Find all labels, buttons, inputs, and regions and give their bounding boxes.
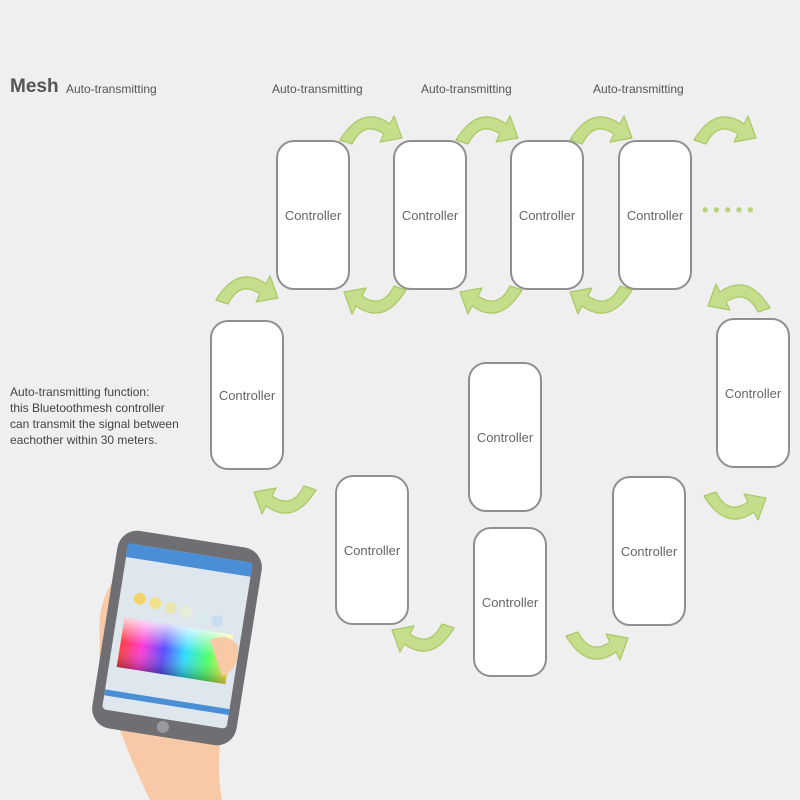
controller-node-9: Controller xyxy=(612,476,686,626)
curved-arrow-icon xyxy=(339,115,403,145)
diagram-title: Mesh xyxy=(10,76,59,97)
info-line: eachother within 30 meters. xyxy=(10,433,158,447)
auto-transmitting-label-1: Auto-transmitting xyxy=(272,82,363,96)
curved-arrow-icon xyxy=(253,485,317,515)
auto-transmitting-label-3: Auto-transmitting xyxy=(593,82,684,96)
diagram-subtitle: Auto-transmitting xyxy=(66,82,157,96)
info-text: Auto-transmitting function: this Bluetoo… xyxy=(10,384,210,448)
controller-node-3: Controller xyxy=(510,140,584,290)
curved-arrow-icon xyxy=(569,115,633,145)
info-line: Auto-transmitting function: xyxy=(10,385,150,399)
controller-node-10: Controller xyxy=(473,527,547,677)
controller-node-7: Controller xyxy=(468,362,542,512)
curved-arrow-icon xyxy=(455,115,519,145)
curved-arrow-icon xyxy=(569,285,633,315)
curved-arrow-icon xyxy=(703,491,767,521)
curved-arrow-icon xyxy=(343,285,407,315)
continuation-dots: ••••• xyxy=(702,200,759,220)
hand-holding-phone-illustration xyxy=(92,530,262,800)
controller-node-2: Controller xyxy=(393,140,467,290)
controller-node-8: Controller xyxy=(335,475,409,625)
controller-node-4: Controller xyxy=(618,140,692,290)
auto-transmitting-label-2: Auto-transmitting xyxy=(421,82,512,96)
curved-arrow-icon xyxy=(391,623,455,653)
controller-node-5: Controller xyxy=(210,320,284,470)
controller-node-1: Controller xyxy=(276,140,350,290)
curved-arrow-icon xyxy=(459,285,523,315)
info-line: this Bluetoothmesh controller xyxy=(10,401,165,415)
controller-node-6: Controller xyxy=(716,318,790,468)
curved-arrow-icon xyxy=(707,283,771,313)
info-line: can transmit the signal between xyxy=(10,417,179,431)
curved-arrow-icon xyxy=(215,275,279,305)
curved-arrow-icon xyxy=(693,115,757,145)
curved-arrow-icon xyxy=(565,631,629,661)
